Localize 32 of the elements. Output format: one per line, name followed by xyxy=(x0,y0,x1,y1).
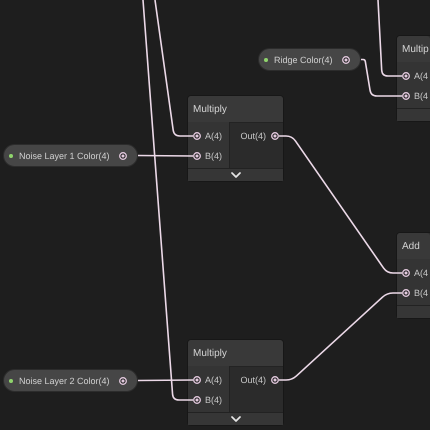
node-card xyxy=(187,95,284,182)
property-pill xyxy=(3,369,138,392)
port-label: B(4 xyxy=(414,288,428,298)
port-label: B(4 xyxy=(414,91,428,101)
wire xyxy=(154,0,193,137)
port-label: A(4) xyxy=(205,375,222,385)
wire xyxy=(279,135,402,274)
property-label: Noise Layer 1 Color(4) xyxy=(19,150,110,160)
node-title: Multiply xyxy=(193,348,227,358)
port-label: Out(4) xyxy=(240,131,266,141)
property-pill xyxy=(3,144,138,167)
wire xyxy=(279,292,402,381)
wire xyxy=(138,154,193,157)
port-label: Out(4) xyxy=(240,375,266,385)
wire xyxy=(138,379,193,382)
node-card xyxy=(396,35,430,122)
node-title: Multiply xyxy=(193,104,227,114)
property-pill xyxy=(258,48,361,71)
property-label: Ridge Color(4) xyxy=(274,54,333,64)
property-label: Noise Layer 2 Color(4) xyxy=(19,376,110,386)
node-title: Multip xyxy=(402,44,429,54)
wire xyxy=(142,0,193,401)
port-label: A(4 xyxy=(414,268,428,278)
port-label: A(4 xyxy=(414,71,428,81)
port-label: B(4) xyxy=(205,395,222,405)
wire xyxy=(361,58,402,97)
port-label: B(4) xyxy=(205,151,222,161)
node-card xyxy=(187,339,284,426)
node-title: Add xyxy=(402,240,420,252)
port-label: A(4) xyxy=(205,131,222,141)
wire xyxy=(377,0,402,77)
node-card xyxy=(396,232,430,319)
